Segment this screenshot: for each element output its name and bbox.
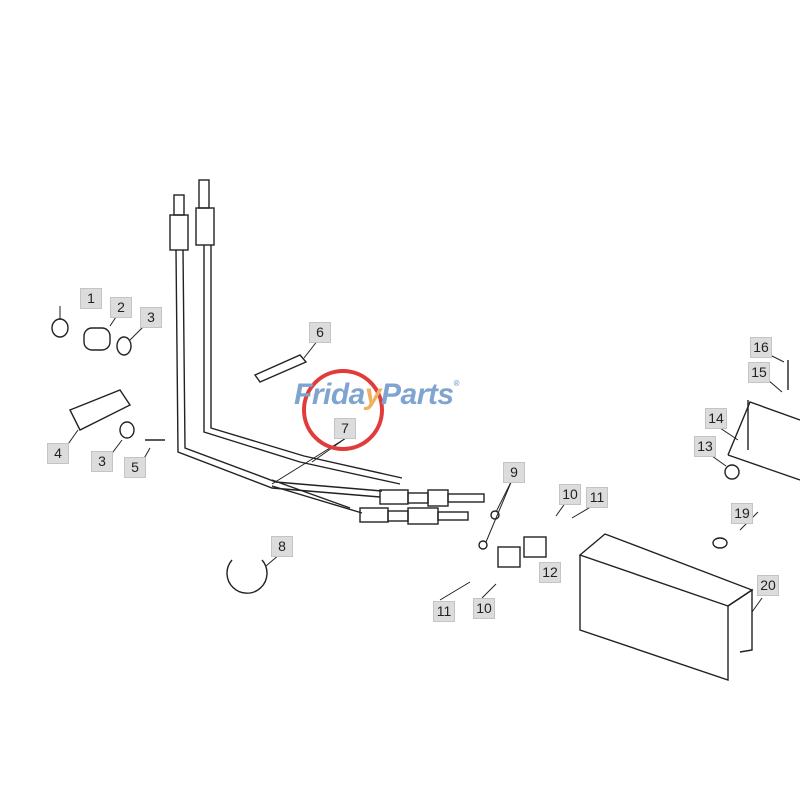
small-parts [51, 318, 740, 594]
registered-mark: ® [453, 379, 460, 388]
mounting-bracket-small [727, 360, 800, 481]
callout-3: 3 [91, 451, 113, 472]
callout-11: 11 [433, 601, 455, 622]
callout-16: 16 [750, 337, 772, 358]
callout-9: 9 [503, 462, 525, 483]
leader-lines [59, 306, 785, 613]
callout-20: 20 [757, 575, 779, 596]
watermark-logo: FridayParts® [294, 378, 460, 412]
callout-8: 8 [271, 536, 293, 557]
tube-fittings-top [169, 179, 215, 251]
logo-text: Frida [294, 378, 365, 411]
callout-3: 3 [140, 307, 162, 328]
hydraulic-tubes [175, 245, 403, 514]
callout-11: 11 [586, 487, 608, 508]
logo-accent: y [364, 378, 382, 411]
callout-19: 19 [731, 503, 753, 524]
callout-12: 12 [539, 562, 561, 583]
callout-15: 15 [748, 362, 770, 383]
callout-1: 1 [80, 288, 102, 309]
callout-2: 2 [110, 297, 132, 318]
callout-4: 4 [47, 443, 69, 464]
mounting-bracket-large [578, 533, 754, 681]
callout-6: 6 [309, 322, 331, 343]
callout-5: 5 [124, 457, 146, 478]
callout-13: 13 [694, 436, 716, 457]
callout-10: 10 [473, 598, 495, 619]
callout-10: 10 [559, 484, 581, 505]
watermark-ring [302, 369, 384, 451]
callout-7: 7 [334, 418, 356, 439]
tube-fittings-bottom [359, 489, 485, 525]
logo-text-2: Parts [381, 378, 454, 411]
callout-14: 14 [705, 408, 727, 429]
